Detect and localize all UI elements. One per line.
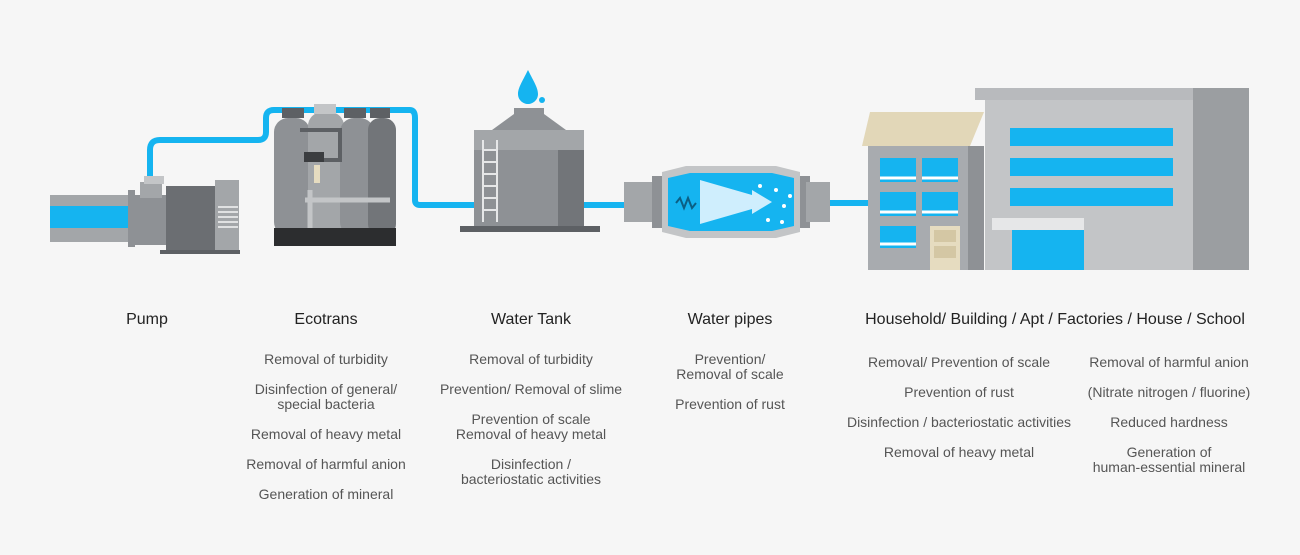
stage-title: Water pipes (687, 311, 773, 328)
list-item: Removal of turbidity (469, 351, 593, 367)
stage-title: Household/ Building / Apt / Factories / … (865, 311, 1245, 328)
list-item: Removal of heavy metal (250, 426, 402, 442)
list-item: Removal/ Prevention of scale (867, 354, 1051, 370)
list-item: Removal of harmful anion (246, 456, 406, 472)
water-drop-icon (518, 70, 538, 104)
stage-water-pipes: Water pipes Prevention/Removal of scale … (650, 308, 810, 427)
list-item: Removal of turbidity (264, 351, 388, 367)
stage-water-tank: Water Tank Removal of turbidity Preventi… (426, 308, 636, 502)
intake-pipe (50, 190, 135, 247)
stage-buildings-left-list: Removal/ Prevention of scale Prevention … (834, 355, 1084, 475)
stage-title: Ecotrans (294, 311, 358, 328)
list-item: Prevention of rust (675, 396, 785, 412)
list-item: Prevention/ Removal of slime (439, 381, 623, 397)
building-icon (862, 88, 1249, 270)
water-pipe-line (147, 107, 872, 208)
water-pipe-device-icon (624, 166, 830, 238)
list-item: Disinfection of general/special bacteria (254, 381, 398, 412)
list-item: Removal of harmful anion (1089, 354, 1249, 370)
stage-ecotrans: Ecotrans Removal of turbidity Disinfecti… (226, 308, 426, 517)
stage-title: Water Tank (490, 311, 572, 328)
list-item: Prevention/Removal of scale (676, 351, 784, 382)
list-item: Prevention of rust (904, 384, 1014, 400)
list-item: Disinfection /bacteriostatic activities (460, 456, 602, 487)
list-item: Disinfection / bacteriostatic activities (846, 414, 1072, 430)
list-item: Removal of heavy metal (883, 444, 1035, 460)
list-item: Generation of mineral (258, 486, 394, 502)
stage-buildings-right-list: Removal of harmful anion (Nitrate nitrog… (1074, 355, 1264, 490)
list-item: (Nitrate nitrogen / fluorine) (1087, 384, 1251, 400)
ecotrans-icon (274, 104, 396, 246)
pump-icon (135, 176, 240, 254)
process-illustration (50, 70, 1249, 270)
list-item: Reduced hardness (1110, 414, 1228, 430)
stage-buildings: Household/ Building / Apt / Factories / … (840, 308, 1270, 352)
stage-title: Pump (126, 311, 168, 328)
water-tank-icon (460, 70, 600, 232)
stage-pump: Pump (87, 308, 207, 352)
